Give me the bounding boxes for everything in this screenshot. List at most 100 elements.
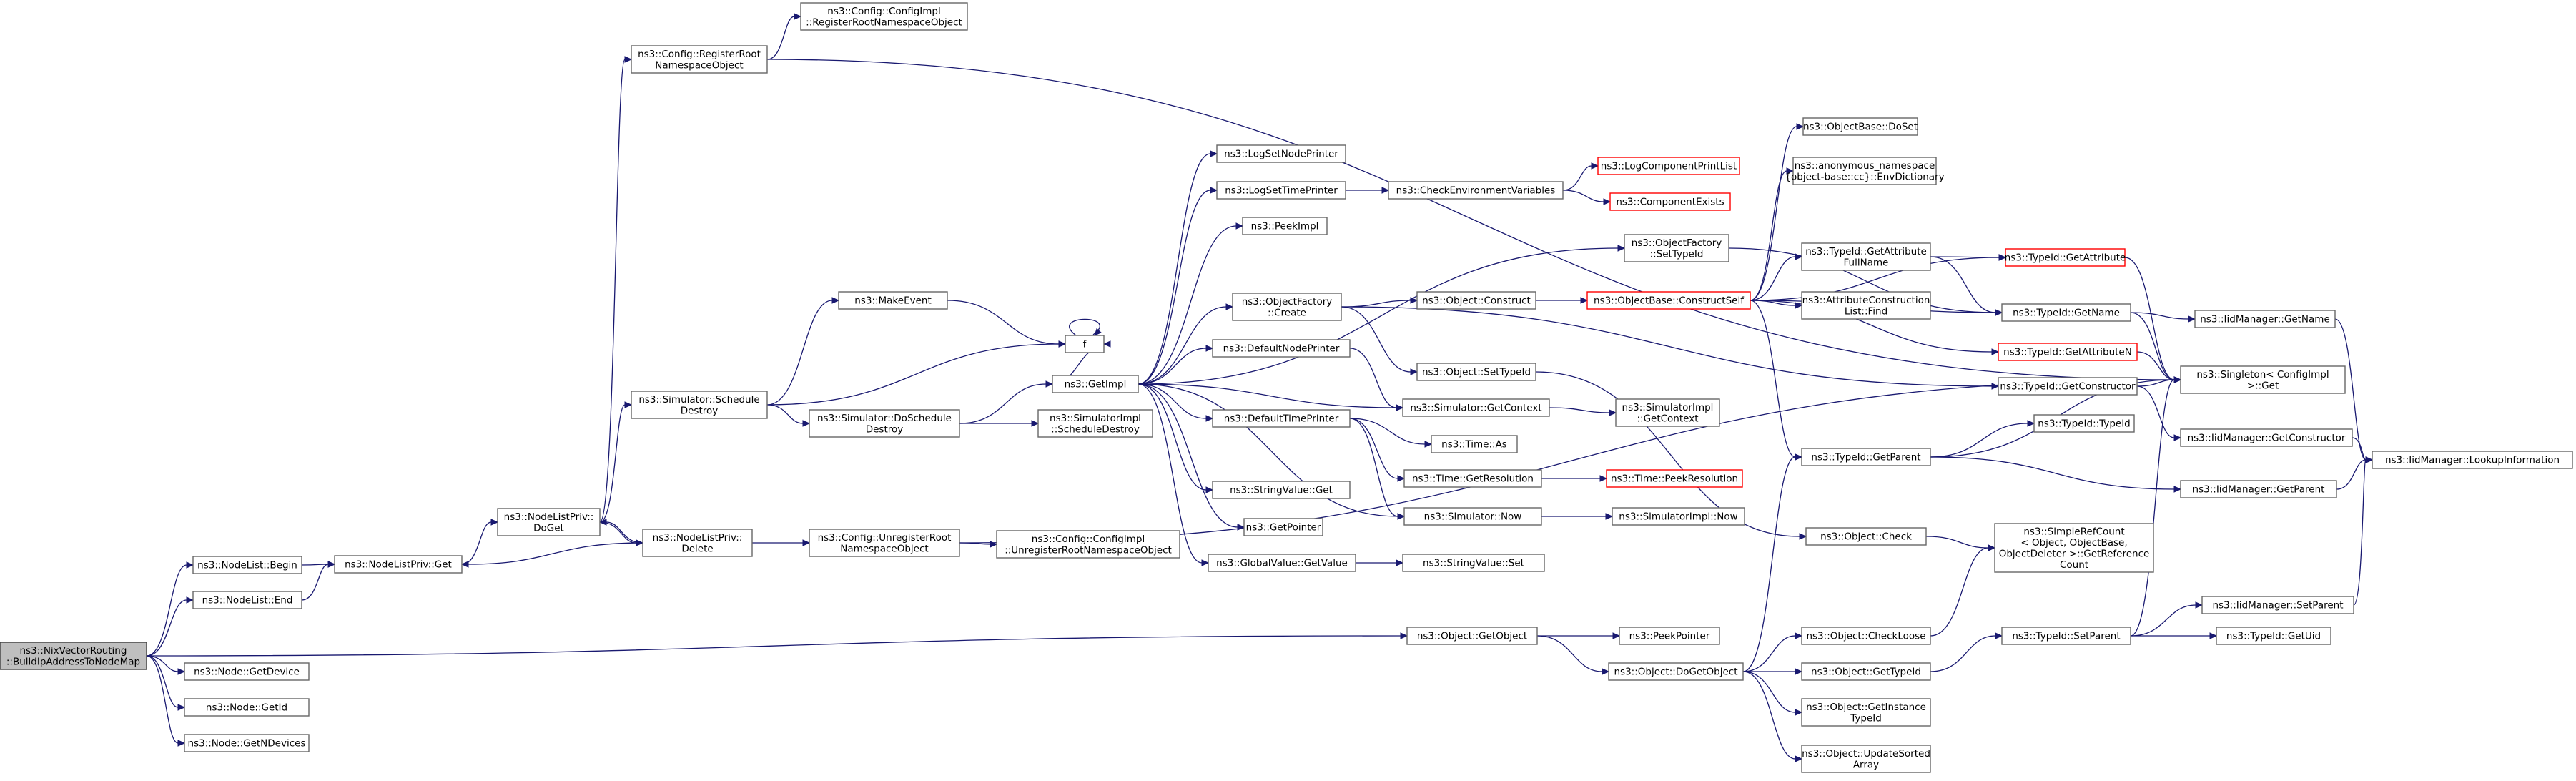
node-timegetres[interactable]: ns3::Time::GetResolution [1403, 469, 1542, 488]
node-peekpointer[interactable]: ns3::PeekPointer [1619, 627, 1720, 645]
edge-arrowhead [1591, 162, 1599, 170]
edge-line [1349, 348, 1397, 408]
node-deftimeprinter[interactable]: ns3::DefaultTimePrinter [1212, 409, 1351, 428]
node-nodegetndevices[interactable]: ns3::Node::GetNDevices [184, 734, 310, 752]
node-simplerefcount[interactable]: ns3::SimpleRefCount< Object, ObjectBase,… [1994, 523, 2154, 573]
edge-line [1750, 300, 1993, 353]
node-objfactsettypeid[interactable]: ns3::ObjectFactory::SetTypeId [1624, 234, 1729, 262]
edge-line [1349, 418, 1398, 517]
edge-simschedestroy-to-makeevent [766, 297, 840, 406]
node-root[interactable]: ns3::NixVectorRouting::BuildIpAddressToN… [0, 642, 147, 670]
node-simgetcontext[interactable]: ns3::Simulator::GetContext [1402, 398, 1550, 417]
node-stringvalueget[interactable]: ns3::StringValue::Get [1212, 481, 1351, 499]
node-f[interactable]: f [1065, 335, 1105, 353]
node-getimpl[interactable]: ns3::GetImpl [1052, 375, 1139, 393]
node-objfactcreate[interactable]: ns3::ObjectFactory::Create [1232, 293, 1342, 321]
node-iidgetparent[interactable]: ns3::IidManager::GetParent [2180, 480, 2337, 498]
node-typeidgetuid[interactable]: ns3::TypeId::GetUid [2216, 627, 2331, 645]
node-typeidgetname[interactable]: ns3::TypeId::GetName [2001, 303, 2131, 322]
node-makeevent[interactable]: ns3::MakeEvent [838, 291, 948, 310]
node-anonenvdict[interactable]: ns3::anonymous_namespace{object-base::cc… [1785, 157, 1945, 185]
node-nodegetid[interactable]: ns3::Node::GetId [184, 698, 310, 717]
node-objbaseconstructself[interactable]: ns3::ObjectBase::ConstructSelf [1586, 291, 1751, 310]
node-iidgetname[interactable]: ns3::IidManager::GetName [2194, 310, 2336, 328]
node-iidgetconstructor[interactable]: ns3::IidManager::GetConstructor [2180, 428, 2353, 447]
node-timeas[interactable]: ns3::Time::As [1431, 435, 1518, 453]
node-label: Destroy [866, 423, 904, 435]
edge-nlpdelete-to-cfgunreg [752, 539, 811, 546]
node-stringvalueset[interactable]: ns3::StringValue::Set [1402, 554, 1545, 572]
node-typeidsetparent[interactable]: ns3::TypeId::SetParent [2001, 627, 2131, 645]
node-defnodeprinter[interactable]: ns3::DefaultNodePrinter [1212, 339, 1351, 358]
node-nodegetdevice[interactable]: ns3::Node::GetDevice [184, 662, 310, 681]
node-nlpdelete[interactable]: ns3::NodeListPriv::Delete [642, 529, 753, 557]
node-cfgimplreg[interactable]: ns3::Config::ConfigImpl::RegisterRootNam… [800, 2, 968, 31]
edge-line [1138, 383, 1397, 408]
node-iidlookup[interactable]: ns3::IidManager::LookupInformation [2372, 451, 2573, 469]
node-typeidgetconstructor[interactable]: ns3::TypeId::GetConstructor [1998, 377, 2138, 396]
node-checkenv[interactable]: ns3::CheckEnvironmentVariables [1388, 181, 1564, 200]
node-objcheck[interactable]: ns3::Object::Check [1805, 527, 1927, 546]
node-objconstruct[interactable]: ns3::Object::Construct [1416, 291, 1536, 310]
node-cfgimplunreg[interactable]: ns3::Config::ConfigImpl::UnregisterRootN… [996, 530, 1180, 559]
node-simimplschedestroy[interactable]: ns3::SimulatorImpl::ScheduleDestroy [1037, 409, 1153, 438]
edge-arrowhead [1991, 348, 2000, 355]
edge-getimpl-to-objfactsettypeid [1138, 245, 1626, 385]
node-typeidtypeid[interactable]: ns3::TypeId::TypeId [2033, 414, 2135, 433]
node-nlpdoget[interactable]: ns3::NodeListPriv::DoGet [497, 508, 601, 536]
node-objgettypeid[interactable]: ns3::Object::GetTypeId [1801, 662, 1931, 681]
node-peekimpl[interactable]: ns3::PeekImpl [1242, 217, 1328, 235]
node-cfgregroot[interactable]: ns3::Config::RegisterRootNamespaceObject [631, 45, 768, 74]
node-label: List::Find [1845, 305, 1887, 317]
node-iidsetparent[interactable]: ns3::IidManager::SetParent [2201, 596, 2354, 614]
edge-getimpl-to-globalvaluegetvalue [1138, 383, 1210, 566]
node-label: >::Get [2247, 380, 2279, 391]
node-label: ns3::IidManager::LookupInformation [2385, 455, 2560, 466]
node-compexists[interactable]: ns3::ComponentExists [1609, 192, 1731, 211]
node-globalvaluegetvalue[interactable]: ns3::GlobalValue::GetValue [1208, 554, 1356, 572]
node-simimplnow[interactable]: ns3::SimulatorImpl::Now [1612, 507, 1745, 526]
node-logsetnodeprinter[interactable]: ns3::LogSetNodePrinter [1216, 144, 1346, 163]
node-nlend[interactable]: ns3::NodeList::End [192, 591, 302, 609]
node-simimplgetcontext[interactable]: ns3::SimulatorImpl::GetContext [1615, 398, 1720, 427]
node-nlbegin[interactable]: ns3::NodeList::Begin [192, 556, 302, 574]
node-typeidgetparent[interactable]: ns3::TypeId::GetParent [1801, 448, 1931, 466]
edge-arrowhead [1612, 632, 1621, 639]
node-label: ns3::Node::GetId [206, 702, 287, 714]
edge-simgetcontext-to-simimplgetcontext [1549, 407, 1617, 416]
edge-objfactcreate-to-objsettypeid [1341, 306, 1418, 375]
edge-arrowhead [1205, 486, 1214, 493]
node-singletonget[interactable]: ns3::Singleton< ConfigImpl >::Get [2180, 365, 2346, 394]
node-box [631, 390, 768, 419]
node-label: f [1083, 339, 1087, 350]
node-simschedestroy[interactable]: ns3::Simulator::ScheduleDestroy [631, 390, 768, 419]
edge-line [1930, 456, 2175, 490]
edge-typeidsetparent-to-iidsetparent [2130, 601, 2204, 637]
node-timepeekres[interactable]: ns3::Time::PeekResolution [1606, 469, 1743, 488]
node-nlpget[interactable]: ns3::NodeListPriv::Get [334, 555, 463, 574]
node-objdogetobject[interactable]: ns3::Object::DoGetObject [1608, 662, 1744, 681]
edge-typeidgetconstructor-to-iidgetconstructor [2136, 385, 2182, 441]
node-label: ns3::GlobalValue::GetValue [1216, 558, 1348, 569]
node-cfgunreg[interactable]: ns3::Config::UnregisterRootNamespaceObje… [809, 529, 960, 557]
node-objgetobject[interactable]: ns3::Object::GetObject [1406, 627, 1538, 645]
node-typeidgetattrn[interactable]: ns3::TypeId::GetAttributeN [1998, 343, 2138, 361]
node-objbasedoset[interactable]: ns3::ObjectBase::DoSet [1802, 117, 1918, 136]
node-objcheckloose[interactable]: ns3::Object::CheckLoose [1801, 627, 1931, 645]
edge-line [1341, 300, 1411, 308]
node-logcompprintlist[interactable]: ns3::LogComponentPrintList [1597, 157, 1740, 175]
node-getpointer[interactable]: ns3::GetPointer [1243, 518, 1323, 536]
node-objsettypeid[interactable]: ns3::Object::SetTypeId [1416, 363, 1536, 381]
node-box [1212, 339, 1351, 358]
node-label: ::ScheduleDestroy [1051, 423, 1140, 435]
node-typeidgetattr[interactable]: ns3::TypeId::GetAttribute [2005, 248, 2126, 267]
edge-checkenv-to-logcompprintlist [1562, 162, 1599, 191]
node-simnow[interactable]: ns3::Simulator::Now [1403, 507, 1542, 526]
node-logsettimeprinter[interactable]: ns3::LogSetTimePrinter [1216, 181, 1346, 200]
edge-root-to-nlbegin [146, 561, 194, 657]
